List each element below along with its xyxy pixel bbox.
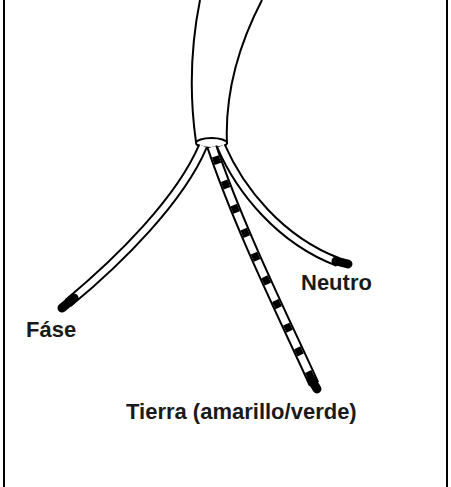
frame xyxy=(4,0,447,487)
cable-sheath xyxy=(192,0,200,142)
neutral-label: Neutro xyxy=(301,271,372,295)
phase-label: Fáse xyxy=(26,318,76,342)
earth-label: Tierra (amarillo/verde) xyxy=(126,400,357,424)
neutral-wire xyxy=(221,146,348,264)
earth-wire xyxy=(212,147,317,389)
phase-wire xyxy=(62,146,203,308)
cable-sheath xyxy=(227,0,262,144)
